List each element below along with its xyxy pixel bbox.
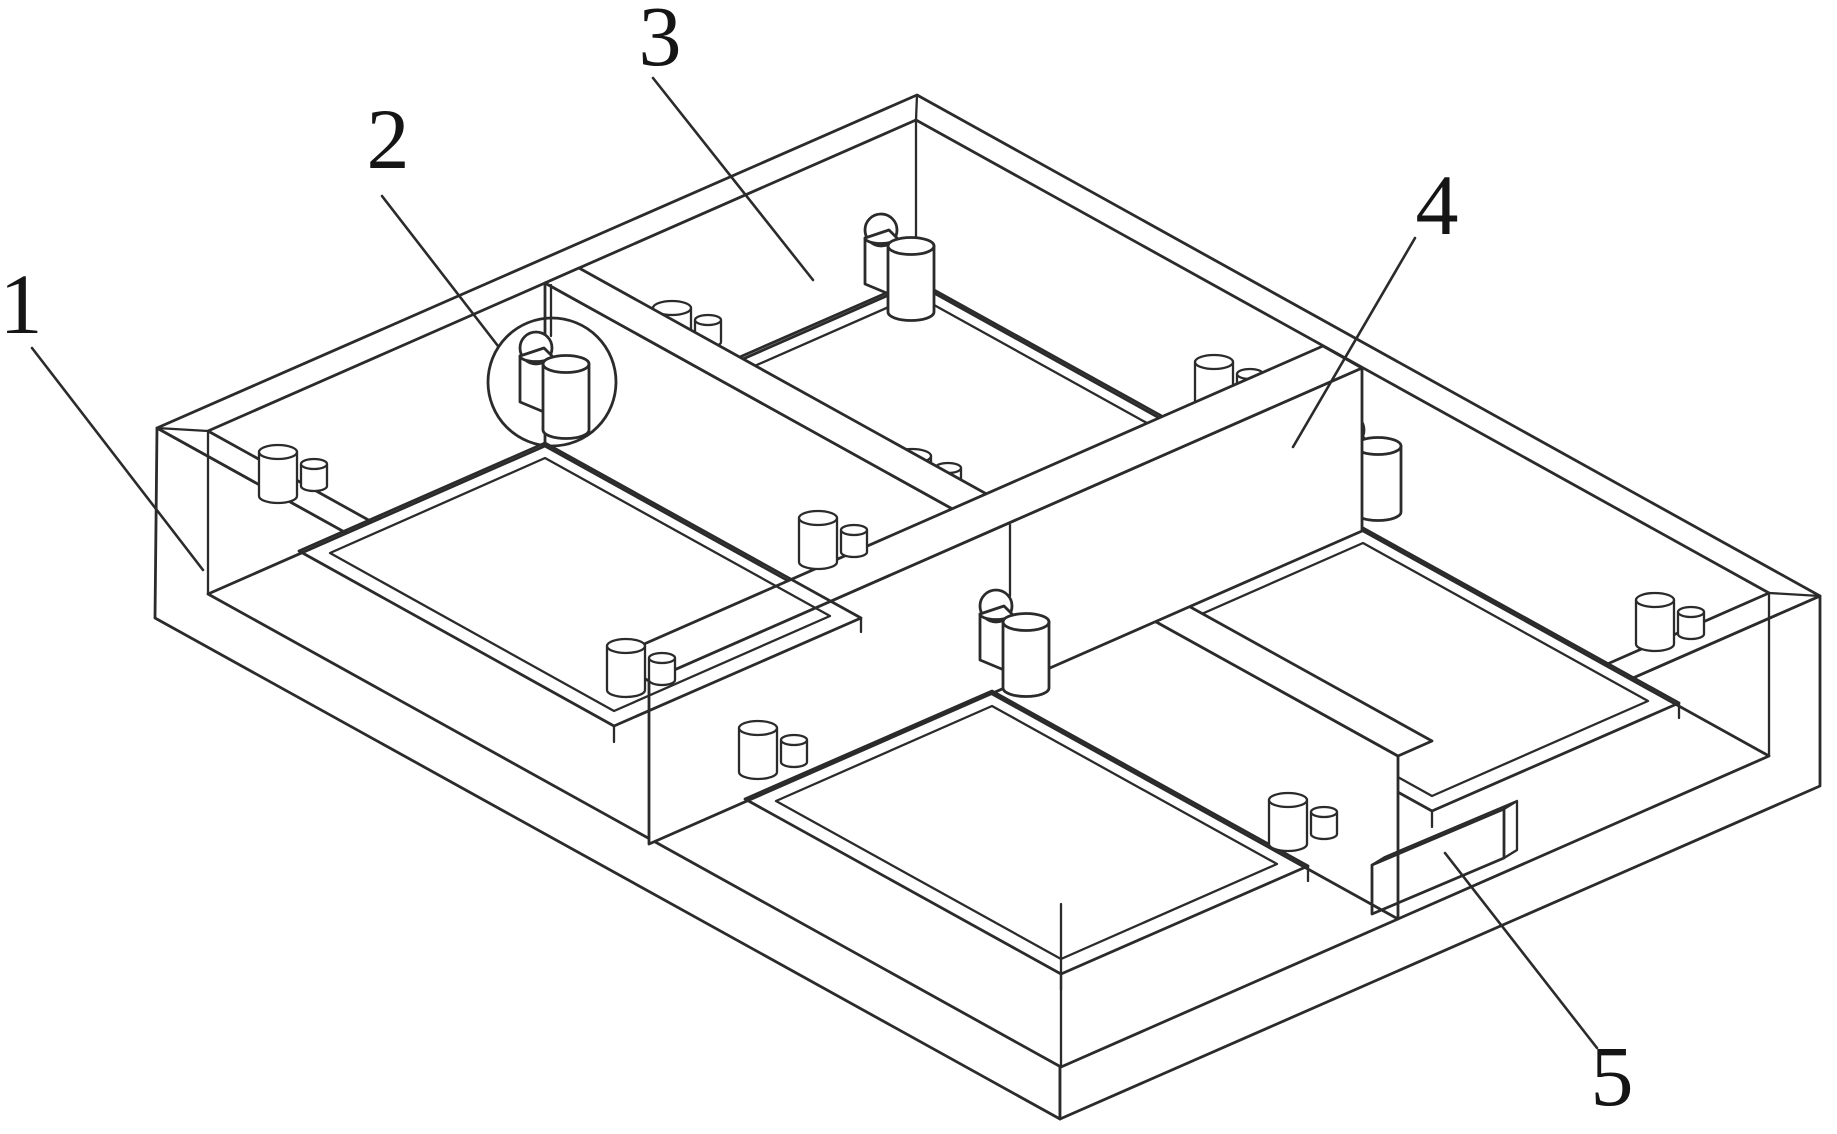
handle-slot-reveal [1370, 799, 1519, 867]
part-label-4: 4 [1291, 157, 1459, 449]
label-4-text: 4 [1416, 157, 1459, 253]
handle-slot-opening [1370, 807, 1506, 916]
front-compartment [605, 523, 1339, 992]
part-label-1: 1 [0, 256, 205, 572]
leader-line-3 [651, 76, 815, 282]
rim-miter-left [155, 426, 210, 433]
part-label-3: 3 [639, 0, 815, 282]
part-label-5: 5 [1443, 851, 1634, 1124]
rim-miter-right [1767, 591, 1822, 598]
handle-slot [1370, 799, 1519, 916]
front-frame-inner [774, 704, 1279, 961]
leader-line-4 [1291, 236, 1417, 449]
label-2-text: 2 [367, 91, 410, 187]
rim-miter-back [914, 93, 919, 122]
left-compartment [257, 283, 869, 744]
label-3-text: 3 [639, 0, 682, 84]
leader-line-1 [30, 346, 205, 572]
left-frame-inner [328, 456, 832, 713]
annotations: 1 2 3 4 5 [0, 0, 1634, 1124]
label-5-text: 5 [1591, 1028, 1634, 1124]
label-1-text: 1 [0, 256, 43, 352]
part-label-2: 2 [367, 91, 500, 348]
leader-line-5 [1443, 851, 1599, 1050]
detail-circle [486, 316, 618, 448]
leader-line-2 [380, 194, 500, 348]
